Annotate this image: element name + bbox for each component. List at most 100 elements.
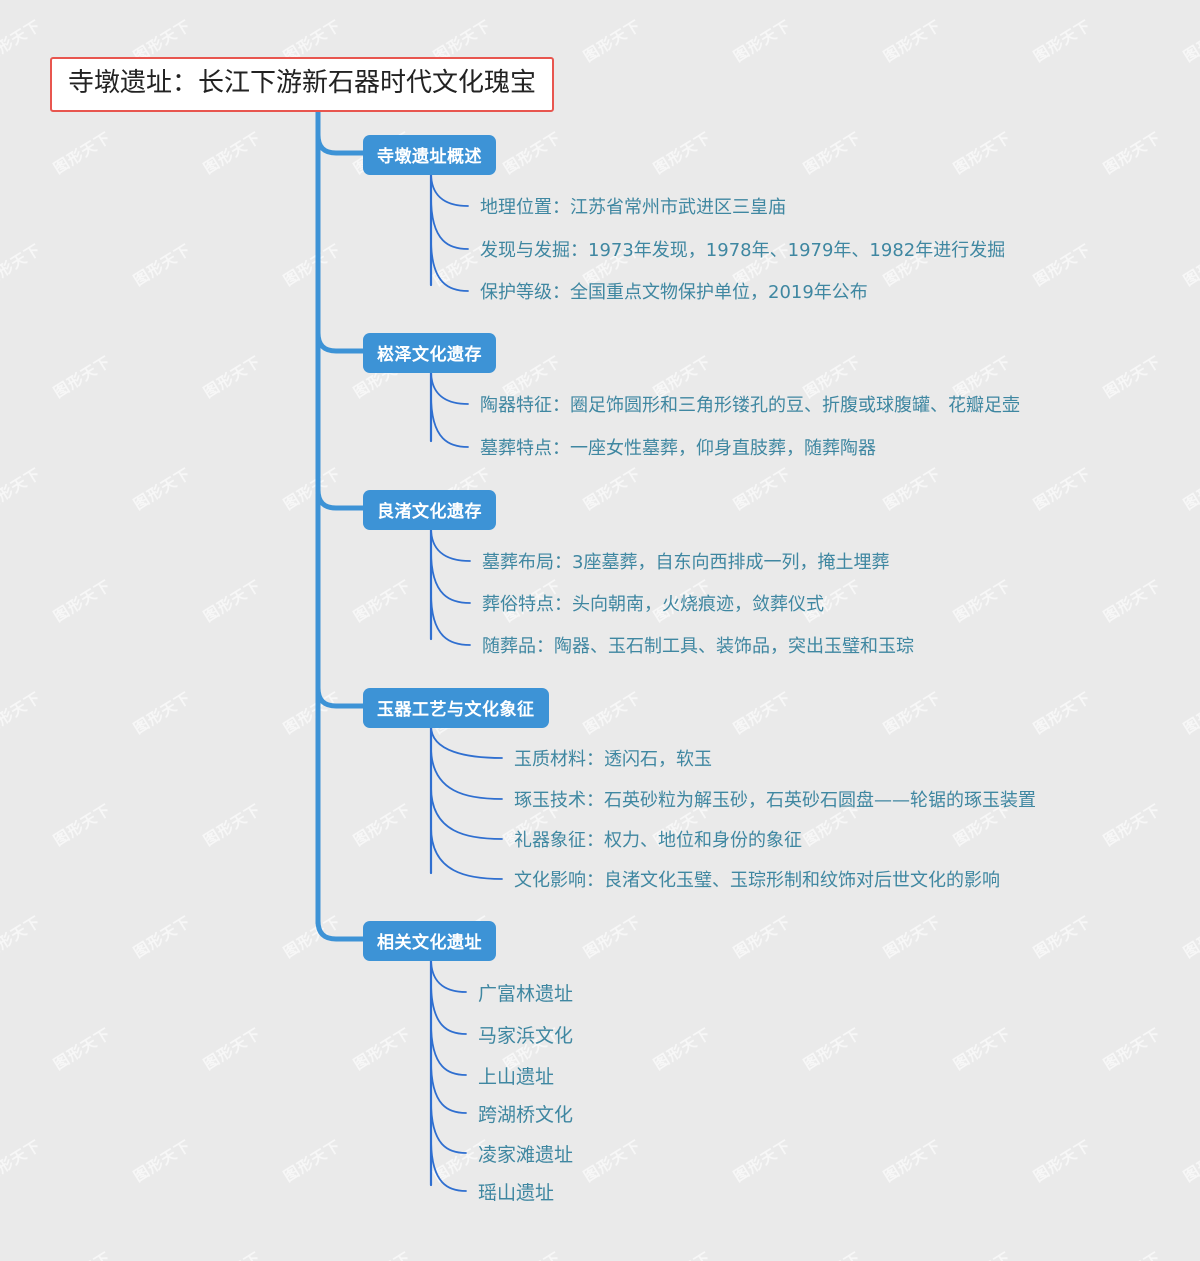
leaf-connector-3-2 bbox=[430, 786, 503, 840]
watermark-text: 图形天下 bbox=[349, 1247, 414, 1261]
watermark-text: 图形天下 bbox=[280, 240, 345, 290]
watermark-text: 图形天下 bbox=[50, 576, 115, 626]
leaf-connector-2-1 bbox=[430, 550, 471, 604]
watermark-text: 图形天下 bbox=[200, 128, 265, 178]
watermark-text: 图形天下 bbox=[0, 464, 45, 514]
watermark-text: 图形天下 bbox=[1030, 1136, 1095, 1186]
watermark-text: 图形天下 bbox=[0, 912, 45, 962]
branch-node-5[interactable]: 相关文化遗址 bbox=[363, 921, 496, 961]
watermark-text: 图形天下 bbox=[1180, 912, 1200, 962]
watermark-text: 图形天下 bbox=[1100, 576, 1165, 626]
watermark-text: 图形天下 bbox=[880, 1136, 945, 1186]
watermark-text: 图形天下 bbox=[580, 16, 645, 66]
leaf-connector-3-0 bbox=[430, 725, 503, 759]
watermark-text: 图形天下 bbox=[950, 128, 1015, 178]
watermark-text: 图形天下 bbox=[0, 688, 45, 738]
leaf-item[interactable]: 陶器特征：圈足饰圆形和三角形镂孔的豆、折腹或球腹罐、花瓣足壶 bbox=[480, 395, 1020, 416]
leaf-connector-0-0 bbox=[430, 172, 469, 207]
leaf-item[interactable]: 葬俗特点：头向朝南，火烧痕迹，敛葬仪式 bbox=[482, 594, 824, 615]
watermark-text: 图形天下 bbox=[1100, 128, 1165, 178]
watermark-text: 图形天下 bbox=[0, 240, 45, 290]
leaf-connector-4-3 bbox=[430, 1060, 467, 1114]
watermark-text: 图形天下 bbox=[50, 352, 115, 402]
leaf-item[interactable]: 发现与发掘：1973年发现，1978年、1979年、1982年进行发掘 bbox=[480, 240, 1006, 261]
leaf-item[interactable]: 玉质材料：透闪石，软玉 bbox=[514, 749, 712, 770]
watermark-text: 图形天下 bbox=[730, 16, 795, 66]
watermark-text: 图形天下 bbox=[880, 688, 945, 738]
leaf-connector-2-0 bbox=[430, 527, 471, 562]
leaf-item[interactable]: 地理位置：江苏省常州市武进区三皇庙 bbox=[480, 197, 786, 218]
watermark-text: 图形天下 bbox=[880, 464, 945, 514]
watermark-text: 图形天下 bbox=[130, 1136, 195, 1186]
leaf-item[interactable]: 墓葬特点：一座女性墓葬，仰身直肢葬，随葬陶器 bbox=[480, 438, 876, 459]
watermark-text: 图形天下 bbox=[580, 912, 645, 962]
leaf-item[interactable]: 礼器象征：权力、地位和身份的象征 bbox=[514, 830, 802, 851]
watermark-text: 图形天下 bbox=[880, 912, 945, 962]
watermark-text: 图形天下 bbox=[1100, 1024, 1165, 1074]
leaf-connector-4-2 bbox=[430, 1022, 467, 1076]
watermark-text: 图形天下 bbox=[1099, 1247, 1164, 1261]
branch-node-1[interactable]: 寺墩遗址概述 bbox=[363, 135, 496, 175]
leaf-item[interactable]: 墓葬布局：3座墓葬，自东向西排成一列，掩土埋葬 bbox=[482, 552, 890, 573]
leaf-item[interactable]: 上山遗址 bbox=[478, 1066, 555, 1088]
watermark-text: 图形天下 bbox=[0, 16, 45, 66]
leaf-item[interactable]: 文化影响：良渚文化玉璧、玉琮形制和纹饰对后世文化的影响 bbox=[514, 870, 1000, 891]
watermark-text: 图形天下 bbox=[350, 800, 415, 850]
trunk-elbow-1 bbox=[315, 330, 368, 354]
watermark-text: 图形天下 bbox=[580, 464, 645, 514]
watermark-text: 图形天下 bbox=[1030, 464, 1095, 514]
watermark-text: 图形天下 bbox=[1030, 688, 1095, 738]
watermark-text: 图形天下 bbox=[730, 688, 795, 738]
leaf-item[interactable]: 随葬品：陶器、玉石制工具、装饰品，突出玉璧和玉琮 bbox=[482, 636, 914, 657]
watermark-text: 图形天下 bbox=[0, 1136, 45, 1186]
branch-node-3[interactable]: 良渚文化遗存 bbox=[363, 490, 496, 530]
branch-node-4[interactable]: 玉器工艺与文化象征 bbox=[363, 688, 549, 728]
watermark-text: 图形天下 bbox=[50, 1024, 115, 1074]
branch-node-2[interactable]: 崧泽文化遗存 bbox=[363, 333, 496, 373]
leaf-item[interactable]: 跨湖桥文化 bbox=[478, 1104, 574, 1126]
watermark-text: 图形天下 bbox=[280, 688, 345, 738]
root-title-box[interactable]: 寺墩遗址：长江下游新石器时代文化瑰宝 bbox=[50, 57, 555, 112]
watermark-text: 图形天下 bbox=[130, 912, 195, 962]
watermark-text: 图形天下 bbox=[580, 1136, 645, 1186]
watermark-text: 图形天下 bbox=[580, 688, 645, 738]
watermark-text: 图形天下 bbox=[650, 128, 715, 178]
leaf-item[interactable]: 瑶山遗址 bbox=[478, 1182, 555, 1204]
leaf-connector-4-0 bbox=[430, 958, 467, 993]
watermark-text: 图形天下 bbox=[280, 912, 345, 962]
watermark-text: 图形天下 bbox=[880, 16, 945, 66]
watermark-text: 图形天下 bbox=[130, 464, 195, 514]
watermark-text: 图形天下 bbox=[350, 576, 415, 626]
watermark-text: 图形天下 bbox=[950, 576, 1015, 626]
leaf-connector-3-1 bbox=[430, 746, 503, 800]
watermark-text: 图形天下 bbox=[649, 1247, 714, 1261]
leaf-connector-4-4 bbox=[430, 1100, 467, 1154]
watermark-text: 图形天下 bbox=[200, 800, 265, 850]
watermark-text: 图形天下 bbox=[730, 1136, 795, 1186]
watermark-text: 图形天下 bbox=[730, 464, 795, 514]
watermark-text: 图形天下 bbox=[1180, 688, 1200, 738]
leaf-connector-0-1 bbox=[430, 196, 469, 250]
watermark-text: 图形天下 bbox=[650, 1024, 715, 1074]
leaf-item[interactable]: 凌家滩遗址 bbox=[478, 1144, 574, 1166]
watermark-text: 图形天下 bbox=[1100, 800, 1165, 850]
trunk-elbow-3 bbox=[315, 685, 368, 709]
watermark-text: 图形天下 bbox=[1030, 912, 1095, 962]
watermark-text: 图形天下 bbox=[730, 912, 795, 962]
watermark-text: 图形天下 bbox=[280, 1136, 345, 1186]
leaf-item[interactable]: 保护等级：全国重点文物保护单位，2019年公布 bbox=[480, 282, 868, 303]
leaf-item[interactable]: 广富林遗址 bbox=[478, 983, 574, 1005]
leaf-connector-1-0 bbox=[430, 370, 469, 405]
leaf-item[interactable]: 马家浜文化 bbox=[478, 1025, 574, 1047]
leaf-connector-3-3 bbox=[430, 826, 503, 880]
watermark-text: 图形天下 bbox=[199, 1247, 264, 1261]
watermark-text: 图形天下 bbox=[1030, 240, 1095, 290]
watermark-text: 图形天下 bbox=[799, 1247, 864, 1261]
watermark-text: 图形天下 bbox=[500, 128, 565, 178]
watermark-text: 图形天下 bbox=[1030, 16, 1095, 66]
leaf-item[interactable]: 琢玉技术：石英砂粒为解玉砂，石英砂石圆盘——轮锯的琢玉装置 bbox=[514, 790, 1036, 811]
watermark-text: 图形天下 bbox=[130, 240, 195, 290]
leaf-connector-4-5 bbox=[430, 1138, 467, 1192]
